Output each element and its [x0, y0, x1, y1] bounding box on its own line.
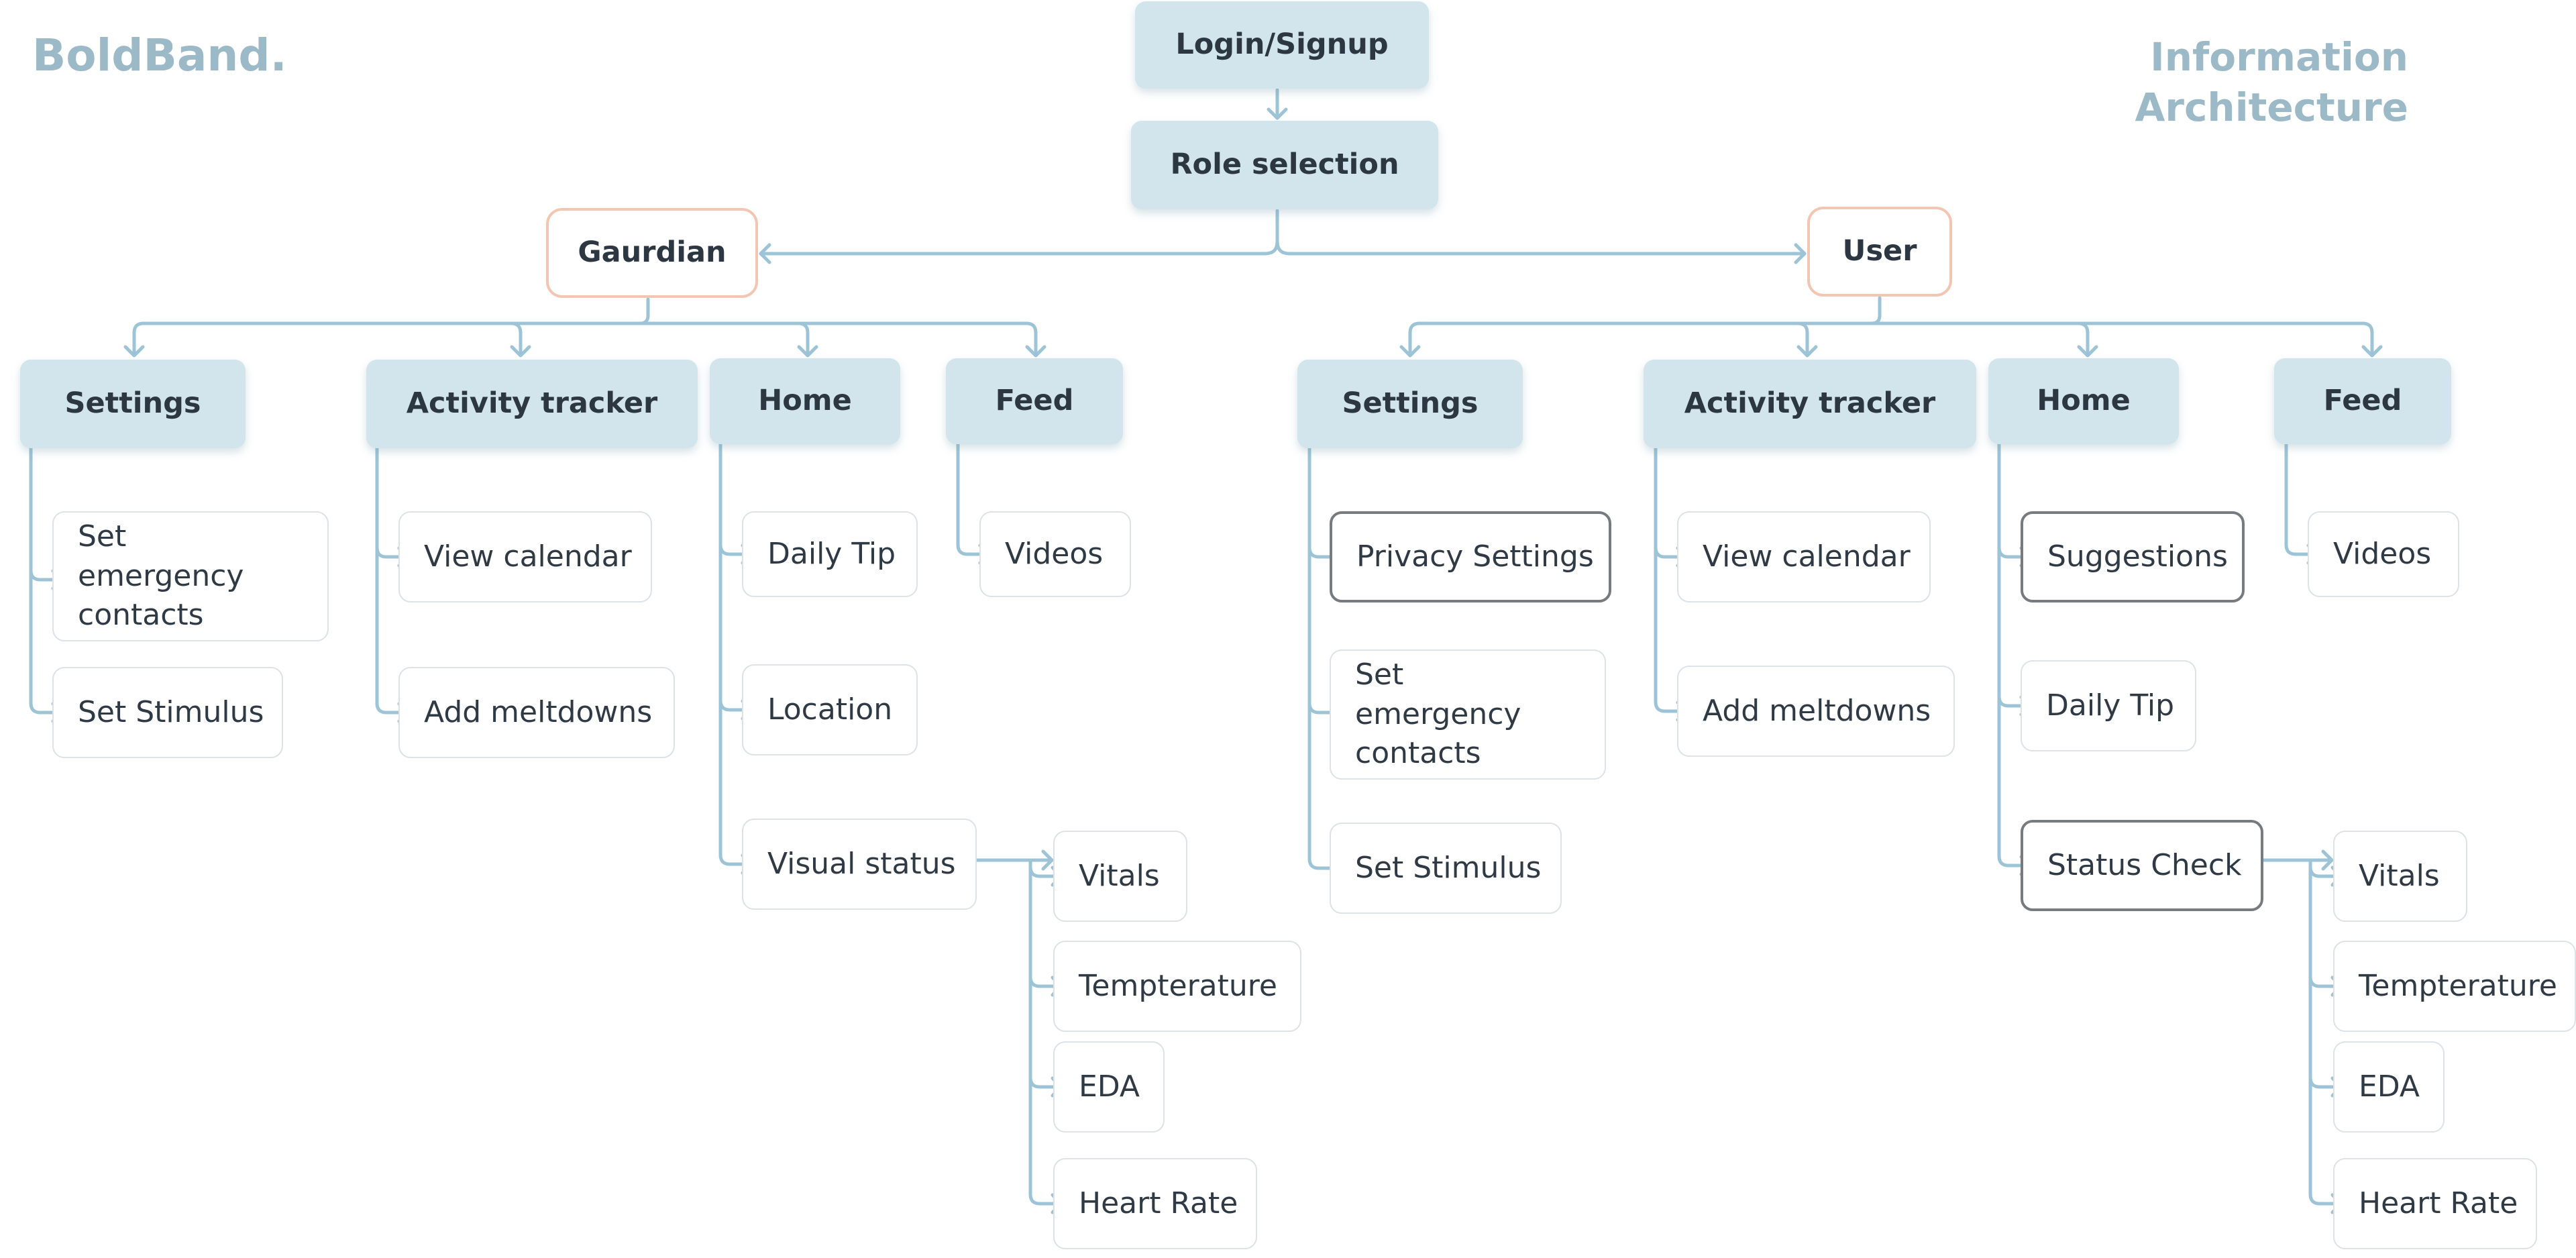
- arrow-head: [1796, 345, 1818, 358]
- connector-u-feed-leaves-branch: [2284, 543, 2318, 556]
- connector-u-settings-leaves-branch: [1307, 545, 1341, 559]
- guardian-eda-node: EDA: [1053, 1041, 1165, 1133]
- user-status-check-node: Status Check: [2021, 820, 2263, 911]
- arrow-head: [1267, 107, 1288, 120]
- guardian-videos-node: Videos: [979, 511, 1131, 597]
- connector-g-vitals-leaves-branch: [1028, 1192, 1062, 1206]
- connector-role-gaurdian: [760, 209, 1279, 256]
- arrow-head: [2361, 345, 2383, 358]
- guardian-visual-status-node: Visual status: [742, 819, 977, 910]
- connector-user-stem: [1870, 296, 1882, 325]
- connector-u-vitals-leaves-branch: [2308, 1192, 2342, 1206]
- connector-u-home-leaves-branch: [1997, 854, 2031, 868]
- connector-u-vitals-leaves-branch: [2308, 1076, 2342, 1089]
- connector-g-home: [796, 321, 810, 356]
- connector-g-home-leaves-branch: [718, 853, 752, 866]
- user-temperature-node: Tempterature: [2333, 941, 2576, 1032]
- user-set-emergency-contacts-node: Set emergency contacts: [1330, 649, 1606, 780]
- connector-u-settings-leaves-branch: [1307, 701, 1341, 715]
- brand-logo: BoldBand.: [32, 30, 287, 81]
- arrow-head: [510, 345, 531, 358]
- user-feed-node: Feed: [2274, 358, 2451, 444]
- guardian-location-node: Location: [742, 664, 918, 755]
- user-heart-rate-node: Heart Rate: [2333, 1158, 2537, 1249]
- gaurdian-role-node: Gaurdian: [546, 208, 758, 298]
- role-selection-node: Role selection: [1131, 121, 1438, 209]
- user-view-calendar-node: View calendar: [1677, 511, 1931, 602]
- connector-u-bus: [1417, 321, 2374, 356]
- arrow-head: [1025, 345, 1046, 358]
- user-settings-node: Settings: [1297, 360, 1523, 448]
- user-privacy-settings-node: Privacy Settings: [1330, 511, 1611, 602]
- user-home-node: Home: [1988, 358, 2179, 444]
- guardian-view-calendar-node: View calendar: [398, 511, 652, 602]
- connector-gaurdian-stem: [638, 297, 650, 325]
- guardian-set-stimulus-node: Set Stimulus: [52, 667, 283, 758]
- connector-g-feed-leaves-branch: [956, 543, 989, 556]
- connector-g-settings-leaves-branch: [29, 701, 62, 715]
- guardian-feed-node: Feed: [946, 358, 1123, 444]
- user-add-meltdowns-node: Add meltdowns: [1677, 666, 1955, 757]
- connector-u-home-leaves-branch: [1997, 694, 2031, 708]
- connector-u-activity: [1796, 321, 1809, 356]
- connector-g-settings: [132, 321, 146, 356]
- guardian-heart-rate-node: Heart Rate: [1053, 1158, 1257, 1249]
- arrow-head: [1041, 849, 1054, 871]
- guardian-set-emergency-contacts-node: Set emergency contacts: [52, 511, 329, 641]
- user-vitals-node: Vitals: [2333, 831, 2467, 922]
- user-eda-node: EDA: [2333, 1041, 2445, 1133]
- connector-u-vitals-leaves-branch: [2308, 975, 2342, 988]
- guardian-activity-tracker-node: Activity tracker: [366, 360, 698, 448]
- arrow-head: [123, 345, 145, 358]
- connector-g-vitals-leaves-branch: [1028, 865, 1062, 878]
- arrow-head: [2321, 849, 2334, 871]
- arrow-head: [759, 243, 771, 264]
- page-title-line-2: Architecture: [2135, 85, 2408, 131]
- connector-g-vitals-leaves-branch: [1028, 975, 1062, 988]
- guardian-vitals-node: Vitals: [1053, 831, 1187, 922]
- arrow-head: [1794, 243, 1807, 264]
- connector-g-activity: [509, 321, 523, 356]
- connector-role-user: [1275, 240, 1805, 256]
- connector-u-settings: [1408, 321, 1421, 356]
- user-set-stimulus-node: Set Stimulus: [1330, 823, 1562, 914]
- login-signup-node: Login/Signup: [1135, 1, 1429, 89]
- guardian-daily-tip-node: Daily Tip: [742, 511, 918, 597]
- connector-g-settings-leaves-branch: [29, 568, 62, 582]
- user-videos-node: Videos: [2308, 511, 2459, 597]
- guardian-add-meltdowns-node: Add meltdowns: [398, 667, 675, 758]
- guardian-temperature-node: Tempterature: [1053, 941, 1301, 1032]
- arrow-head: [797, 345, 818, 358]
- connector-g-activity-leaves-branch: [375, 545, 409, 559]
- connector-g-vitals-leaves-branch: [1028, 1076, 1062, 1089]
- connector-u-vitals-leaves-branch: [2308, 865, 2342, 878]
- arrow-head: [1399, 345, 1421, 358]
- user-suggestions-node: Suggestions: [2021, 511, 2245, 602]
- connector-u-settings-leaves-branch: [1307, 857, 1341, 870]
- page-title: Information Architecture: [2135, 32, 2408, 134]
- connector-u-activity-leaves-branch: [1654, 700, 1687, 713]
- page-title-line-1: Information: [2150, 34, 2408, 80]
- connector-g-bus: [142, 321, 1038, 356]
- user-activity-tracker-node: Activity tracker: [1644, 360, 1976, 448]
- user-role-node: User: [1807, 207, 1952, 297]
- connector-u-activity-leaves-branch: [1654, 545, 1687, 559]
- arrow-head: [2077, 345, 2098, 358]
- connector-u-home: [2076, 321, 2090, 356]
- connector-g-home-leaves-branch: [718, 698, 752, 712]
- connector-g-activity-leaves-branch: [375, 701, 409, 715]
- connector-g-home-leaves-branch: [718, 543, 752, 556]
- guardian-home-node: Home: [710, 358, 900, 444]
- guardian-settings-node: Settings: [20, 360, 246, 448]
- user-daily-tip-node: Daily Tip: [2021, 660, 2196, 751]
- connector-u-home-leaves-branch: [1997, 545, 2031, 559]
